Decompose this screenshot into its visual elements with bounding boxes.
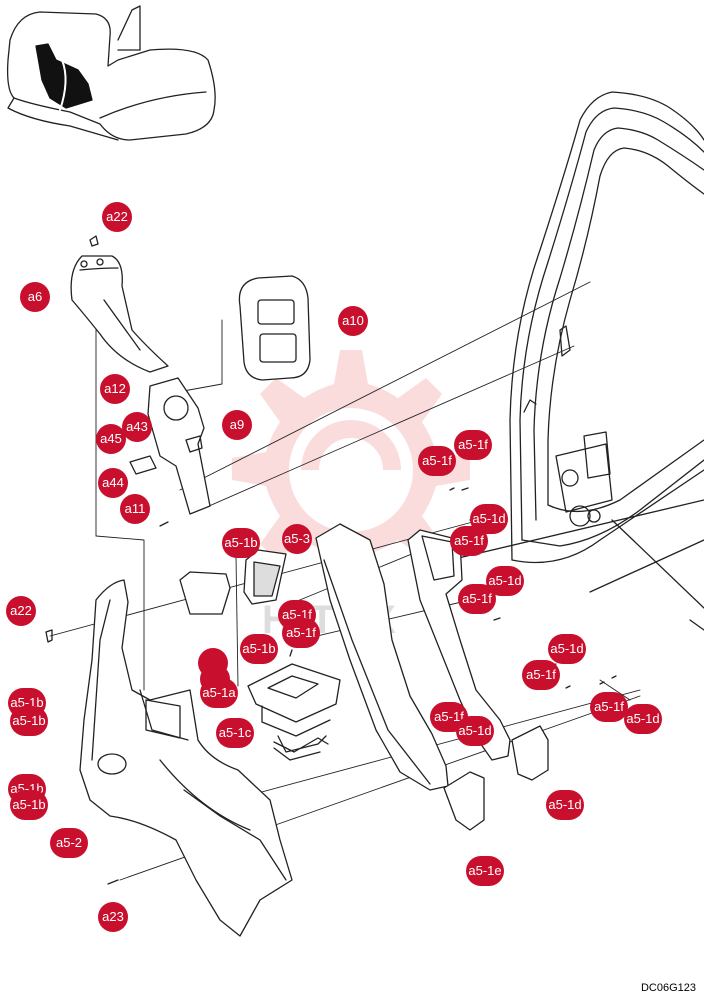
callout-a22-left[interactable]: a22 [6,596,36,626]
callout-a5-1f-a[interactable]: a5-1f [418,446,456,476]
callout-a5-1d-c[interactable]: a5-1d [456,716,494,746]
part-a5-1b-covers [179,549,287,615]
callout-a5-1b-l4[interactable]: a5-1b [10,790,48,820]
callout-a5-1b-l2[interactable]: a5-1b [10,706,48,736]
callout-a5-1e[interactable]: a5-1e [466,856,504,886]
part-a5-1e-brackets [273,725,549,831]
callout-a6[interactable]: a6 [20,282,50,312]
cab-frame [449,91,704,631]
callout-a9[interactable]: a9 [222,410,252,440]
callout-a5-1f-i[interactable]: a5-1f [590,692,628,722]
callout-a5-1f-b[interactable]: a5-1f [454,430,492,460]
callout-a5-1f-h[interactable]: a5-1f [522,660,560,690]
callout-a5-1d-f[interactable]: a5-1d [546,790,584,820]
callout-a11[interactable]: a11 [120,494,150,524]
callout-a5-1a[interactable]: a5-1a [200,678,238,708]
callout-a23[interactable]: a23 [98,902,128,932]
callout-a5-1b-mid[interactable]: a5-1b [240,634,278,664]
callout-a5-1b-top[interactable]: a5-1b [222,528,260,558]
callout-a5-1c[interactable]: a5-1c [216,718,254,748]
callout-a12[interactable]: a12 [100,374,130,404]
callout-a22-top[interactable]: a22 [102,202,132,232]
part-right-pillar-panel [407,529,511,761]
callout-a5-1f-f[interactable]: a5-1f [282,618,320,648]
callout-a43[interactable]: a43 [122,412,152,442]
part-a10-panel [238,275,311,381]
part-a6-cover [70,255,169,373]
part-a5-1a-holder [247,663,341,761]
callout-a5-1d-e[interactable]: a5-1d [624,704,662,734]
seat-thumbnail [6,5,216,141]
callout-a5-1f-d[interactable]: a5-1f [458,584,496,614]
callout-a5-1f-c[interactable]: a5-1f [450,526,488,556]
callout-a45[interactable]: a45 [96,424,126,454]
callout-a44[interactable]: a44 [98,468,128,498]
callout-a5-2[interactable]: a5-2 [50,828,88,858]
callout-a10[interactable]: a10 [338,306,368,336]
part-left-trim-panel [79,579,293,937]
part-a9-bracket [129,377,211,515]
callout-a5-3[interactable]: a5-3 [282,524,312,554]
callout-a5-1f-g[interactable]: a5-1f [430,702,468,732]
diagram-code: DC06G123 [640,982,696,994]
callout-a5-1d-d[interactable]: a5-1d [548,634,586,664]
part-middle-pillar-panel [315,523,449,791]
